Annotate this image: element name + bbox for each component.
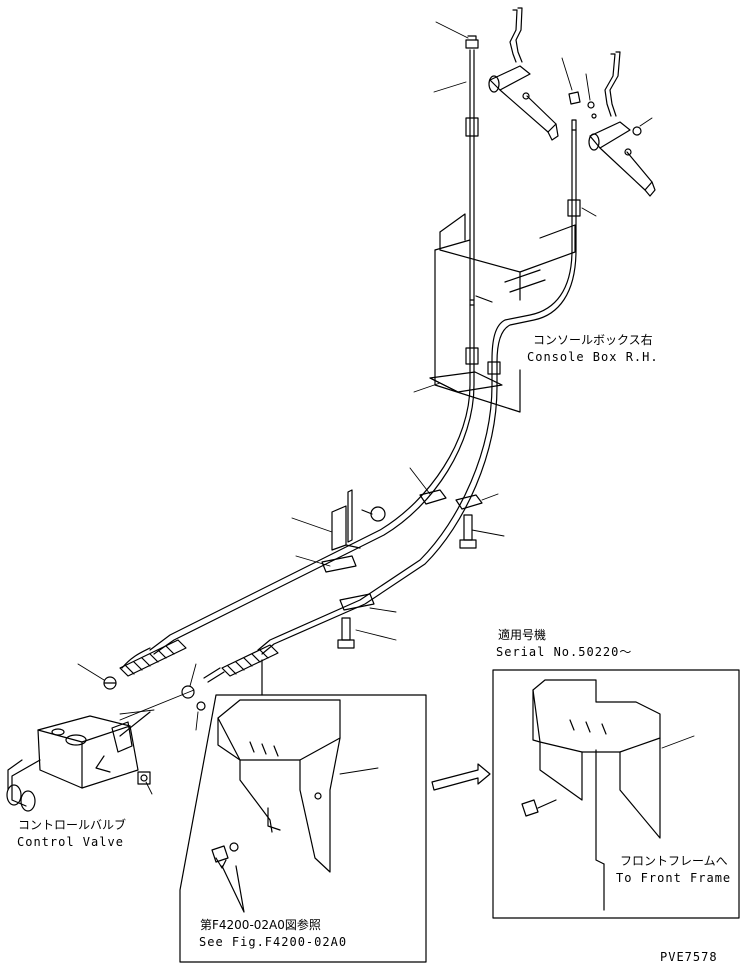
cable-clamps (321, 489, 483, 611)
bolts (137, 514, 477, 785)
left-cable (121, 49, 479, 669)
serial-label-jp: 適用号機 (498, 628, 547, 642)
leader-lines (77, 21, 695, 795)
console-box-rh (429, 213, 576, 413)
front-frame-label-jp: フロントフレームへ (620, 854, 728, 868)
arrow-to-serial-variant (431, 763, 491, 791)
console-box-label-jp: コンソールボックス右 (533, 333, 653, 347)
control-valve (6, 711, 151, 812)
see-fig-label-en: See Fig.F4200-02A0 (199, 935, 348, 949)
inset-box-see-fig (179, 659, 427, 963)
serial-label-en: Serial No.50220～ (496, 645, 633, 659)
left-cable-boot (103, 639, 187, 690)
control-valve-label-jp: コントロールバルブ (18, 818, 127, 832)
right-cable-boot (181, 644, 279, 711)
console-box-label-en: Console Box R.H. (527, 350, 659, 364)
right-control-lever (588, 51, 656, 197)
see-fig-label-jp: 第F4200-02A0図参照 (200, 918, 321, 932)
mid-bracket (331, 489, 386, 551)
inset-box-serial (492, 669, 740, 919)
cable-end-fittings-top (465, 35, 597, 119)
drawing-code: PVE7578 (660, 950, 718, 964)
left-control-lever (488, 7, 559, 141)
front-frame-label-en: To Front Frame (616, 871, 732, 885)
control-valve-label-en: Control Valve (17, 835, 124, 849)
right-cable (257, 119, 581, 655)
